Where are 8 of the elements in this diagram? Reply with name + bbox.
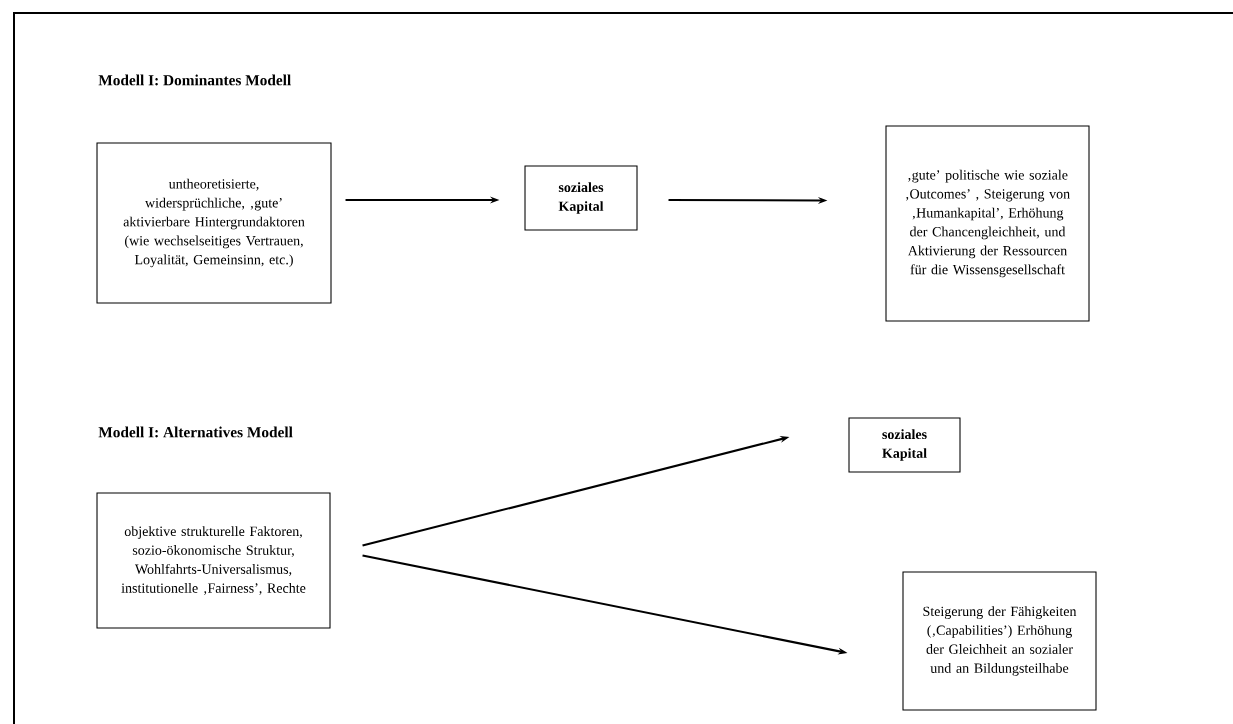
section-heading: Modell I: Alternatives Modell bbox=[98, 426, 293, 438]
concept-box: soziales Kapital bbox=[524, 165, 638, 231]
text-box: objektive strukturelle Faktoren, sozio-ökonomische Struktur, Wohlfahrts-Universalismus, institutionelle ‚Fairness’, Rechte bbox=[96, 492, 331, 629]
text-box: untheoretisierte, widersprüchliche, ‚gute’ aktivierbare Hintergrundaktoren (wie wechselseitiges Vertrauen, Loyalität, Gemeinsinn, etc.) bbox=[96, 142, 332, 304]
text-box: ‚gute’ politische wie soziale ‚Outcomes’ , Steigerung von ‚Humankapital’, Erhöhung der Chancengleichheit, und Aktivierung der Ressourcen für die Wissensgesellschaft bbox=[885, 125, 1090, 322]
concept-box: soziales Kapital bbox=[848, 417, 961, 473]
section-heading: Modell I: Dominantes Modell bbox=[98, 74, 291, 86]
text-box: Steigerung der Fähigkeiten (‚Capabilities’) Erhöhung der Gleichheit an sozialer und an Bildungsteilhabe bbox=[902, 571, 1097, 711]
